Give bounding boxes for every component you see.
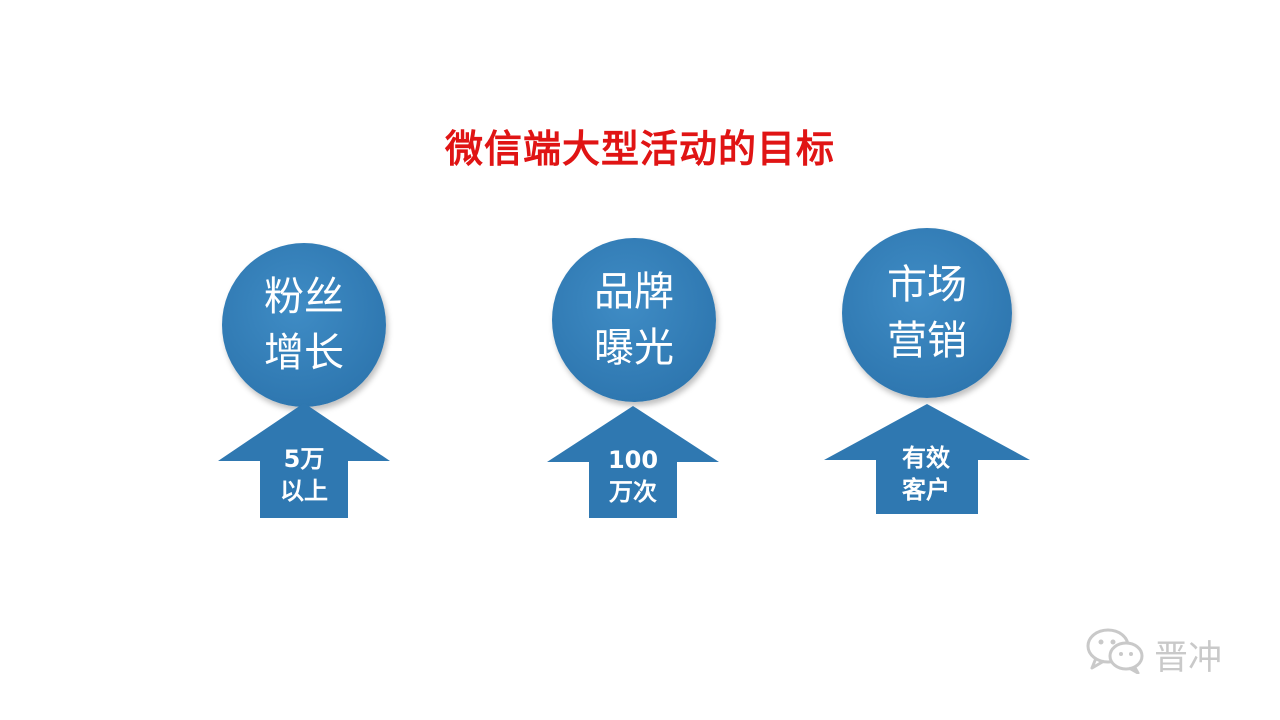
goal-circle-line2: 营销 [887, 318, 967, 364]
goal-arrow-label: 5万 以上 [280, 445, 328, 505]
goal-arrow-label: 100 万次 [607, 446, 659, 506]
goal-circle-line1: 品牌 [594, 269, 674, 315]
goal-up-arrow: 100 万次 [547, 406, 719, 518]
goal-circle: 粉丝 增长 [222, 243, 386, 407]
wechat-icon [1084, 626, 1146, 683]
goal-up-arrow: 有效 客户 [824, 404, 1030, 514]
goal-circle-line1: 粉丝 [264, 274, 344, 320]
goal-arrow-label: 有效 客户 [902, 444, 950, 504]
goal-circle: 市场 营销 [842, 228, 1012, 398]
goal-circle-line2: 曝光 [594, 325, 674, 371]
goal-up-arrow: 5万 以上 [218, 403, 390, 518]
slide-title: 微信端大型活动的目标 [444, 127, 835, 171]
goal-circle-line1: 市场 [887, 262, 967, 308]
watermark-text: 晋冲 [1154, 637, 1222, 678]
watermark: 晋冲 [1084, 628, 1222, 680]
goal-circle-line2: 增长 [264, 330, 344, 376]
goal-circle: 品牌 曝光 [552, 238, 716, 402]
